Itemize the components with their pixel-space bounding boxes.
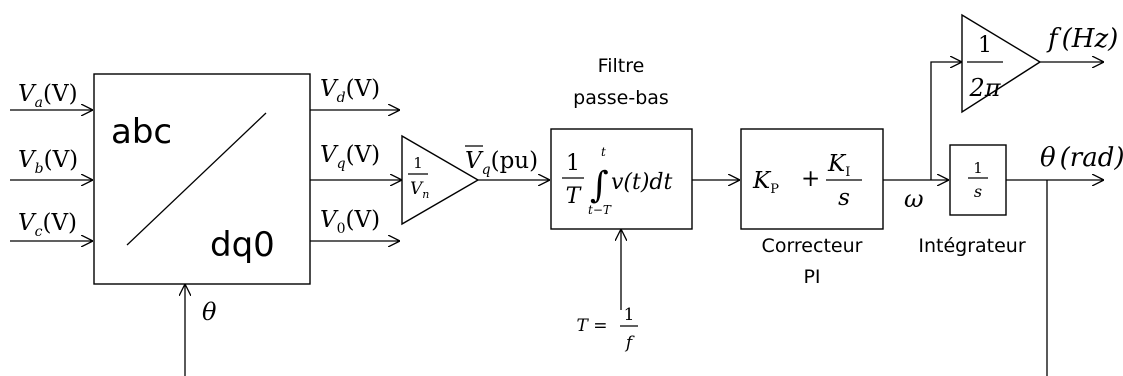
gain-vn-triangle xyxy=(401,134,480,226)
pi-kp: KP xyxy=(752,168,779,197)
filter-integral-sign: ∫ xyxy=(590,165,609,206)
vq-pu-label: Vq(pu) xyxy=(465,148,538,178)
output-label-vd: Vd(V) xyxy=(320,76,380,106)
integrator-den: s xyxy=(974,182,982,201)
filter-upper-limit: t xyxy=(601,145,606,159)
freq-out-label: f(Hz) xyxy=(1046,24,1118,54)
dq0-label: dq0 xyxy=(210,225,275,265)
input-label-vc: Vc(V) xyxy=(18,210,77,240)
pi-ki: KI xyxy=(827,151,850,180)
filter-param-den: f xyxy=(624,333,635,353)
pi-caption-line1: Correcteur xyxy=(762,235,863,257)
integrator-caption: Intégrateur xyxy=(918,235,1025,257)
theta-input-label: θ xyxy=(202,298,217,326)
filter-param-lhs: T = xyxy=(577,316,608,336)
filter-lower-limit: t−T xyxy=(588,203,612,217)
gain-2pi-den: 2π xyxy=(968,74,1001,102)
output-label-v0: V0(V) xyxy=(320,207,380,237)
lowpass-filter-block xyxy=(550,128,693,230)
gain-2pi-num: 1 xyxy=(978,33,992,58)
filter-frac-den: T xyxy=(566,184,583,209)
filter-title-line2: passe-bas xyxy=(573,87,669,109)
omega-label: ω xyxy=(904,185,924,213)
gain-vn-num: 1 xyxy=(413,154,423,172)
abc-dq0-divider xyxy=(126,112,267,246)
pi-s: s xyxy=(838,185,850,211)
gain-2pi-triangle xyxy=(961,13,1042,114)
omega-branch-wire xyxy=(930,62,962,180)
filter-param-num: 1 xyxy=(624,305,635,325)
pi-corrector-block xyxy=(740,128,884,230)
gain-vn-den: Vn xyxy=(410,179,429,201)
integrator-block xyxy=(949,144,1007,216)
filter-frac-num: 1 xyxy=(566,151,580,176)
pi-caption-line2: PI xyxy=(803,266,820,288)
filter-title-line1: Filtre xyxy=(598,55,645,77)
abc-label: abc xyxy=(111,112,172,152)
filter-integrand: v(t)dt xyxy=(611,170,673,195)
theta-out-label: θ(rad) xyxy=(1040,143,1123,173)
pi-plus: + xyxy=(801,166,820,192)
abc-dq0-block xyxy=(93,73,311,285)
input-label-vb: Vb(V) xyxy=(18,147,78,177)
integrator-num: 1 xyxy=(973,159,983,177)
output-label-vq: Vq(V) xyxy=(320,142,380,172)
input-label-va: Va(V) xyxy=(18,81,78,111)
